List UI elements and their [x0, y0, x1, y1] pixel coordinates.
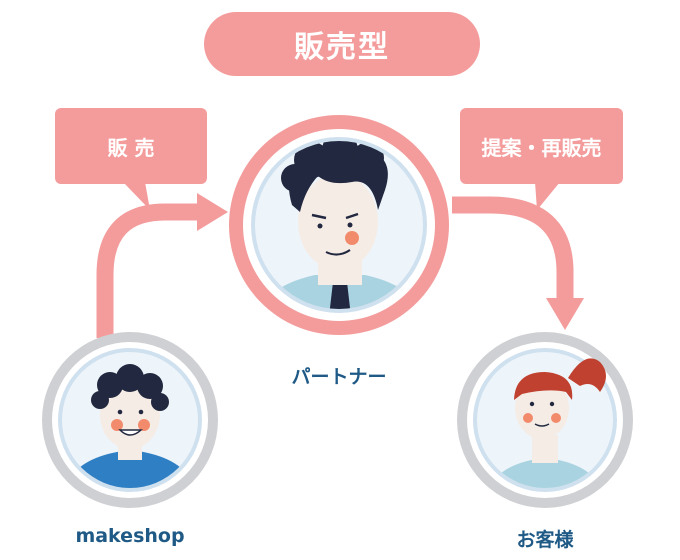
arrow-partner-to-customer — [452, 196, 584, 330]
speech-bubble-right — [460, 108, 623, 210]
speech-bubble-left — [55, 108, 207, 210]
customer-avatar — [457, 332, 633, 508]
bubble-label-sales: 販 売 — [107, 135, 155, 160]
caption-partner: パートナー — [291, 366, 387, 388]
makeshop-avatar — [42, 332, 218, 508]
caption-makeshop: makeshop — [75, 525, 185, 547]
partner-avatar — [229, 115, 449, 335]
page-title: 販売型 — [204, 12, 480, 76]
arrow-makeshop-to-partner — [96, 193, 228, 338]
caption-customer: お客様 — [516, 529, 574, 551]
bubble-label-proposal-resale: 提案・再販売 — [481, 135, 602, 160]
